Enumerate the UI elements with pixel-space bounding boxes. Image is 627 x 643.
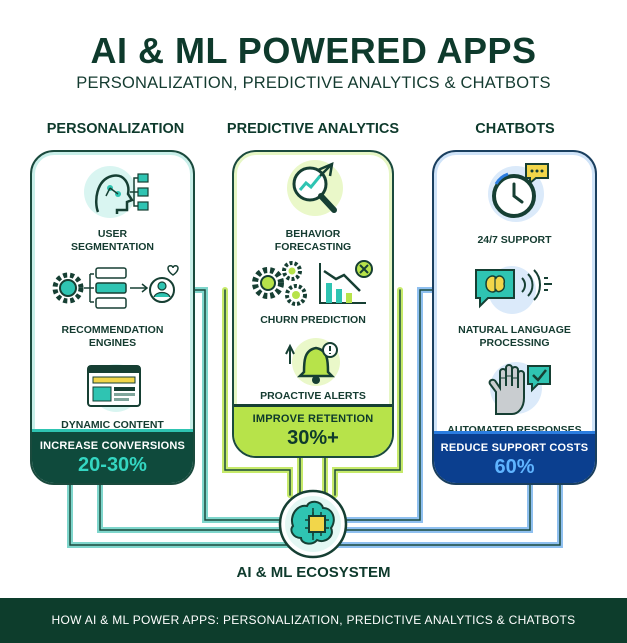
- item-user-segmentation-line1: USER: [97, 228, 128, 240]
- heading-personalization: PERSONALIZATION: [46, 121, 185, 137]
- item-behavior-forecasting-line1: BEHAVIOR: [285, 228, 341, 240]
- brain-speech-icon: [468, 264, 568, 321]
- item-nlp-line1: NATURAL LANGUAGE: [458, 324, 571, 336]
- gear-list-user-icon: [50, 262, 185, 317]
- panel-predictive-analytics: BEHAVIOR FORECASTING CHURN PREDICTION: [232, 150, 394, 458]
- band-text-predictive-analytics: IMPROVE RETENTION: [252, 413, 374, 425]
- item-nlp-line2: PROCESSING: [479, 337, 550, 349]
- page-title: AI & ML POWERED APPS: [90, 30, 537, 71]
- band-text-chatbots: REDUCE SUPPORT COSTS: [440, 442, 589, 454]
- item-recommendation-engines-line1: RECOMMENDATION: [61, 324, 164, 336]
- item-proactive-alerts: PROACTIVE ALERTS: [260, 390, 366, 402]
- item-dynamic-content: DYNAMIC CONTENT: [61, 419, 164, 431]
- band-personalization: INCREASE CONVERSIONS 20-30%: [32, 429, 193, 483]
- band-text-personalization: INCREASE CONVERSIONS: [39, 440, 186, 452]
- footer-banner: HOW AI & ML POWER APPS: PERSONALIZATION,…: [0, 598, 627, 643]
- band-predictive-analytics: IMPROVE RETENTION 30%+: [234, 404, 392, 456]
- band-value-chatbots: 60%: [494, 456, 535, 478]
- band-chatbots: REDUCE SUPPORT COSTS 60%: [434, 431, 595, 483]
- head-network-icon: [84, 162, 154, 227]
- item-user-segmentation-line2: SEGMENTATION: [70, 241, 155, 253]
- item-churn-prediction: CHURN PREDICTION: [260, 314, 366, 326]
- item-24-7-support: 24/7 SUPPORT: [477, 234, 552, 246]
- page-subtitle: PERSONALIZATION, PREDICTIVE ANALYTICS & …: [76, 74, 551, 92]
- band-value-predictive-analytics: 30%+: [287, 427, 339, 449]
- magnifier-chart-icon: [280, 158, 350, 225]
- heading-predictive-analytics: PREDICTIVE ANALYTICS: [226, 121, 400, 137]
- connector-lines: [67, 254, 563, 548]
- panel-personalization: USER SEGMENTATION RECOMMENDATION ENGINES: [30, 150, 195, 485]
- browser-layout-icon: [82, 360, 147, 417]
- item-recommendation-engines-line2: ENGINES: [88, 337, 137, 349]
- gears-declining-chart-icon: [248, 257, 383, 314]
- ai-brain-chip-icon: [275, 488, 351, 565]
- robot-hand-check-icon: [478, 358, 558, 423]
- band-value-personalization: 20-30%: [78, 454, 147, 476]
- ecosystem-label: AI & ML ECOSYSTEM: [236, 564, 391, 581]
- heading-chatbots: CHATBOTS: [475, 121, 555, 137]
- panel-chatbots: 24/7 SUPPORT NATURAL LANGUAGE PROCESSING…: [432, 150, 597, 485]
- bell-alert-icon: [278, 332, 358, 392]
- item-behavior-forecasting-line2: FORECASTING: [274, 241, 352, 253]
- clock-chat-icon: [484, 158, 554, 229]
